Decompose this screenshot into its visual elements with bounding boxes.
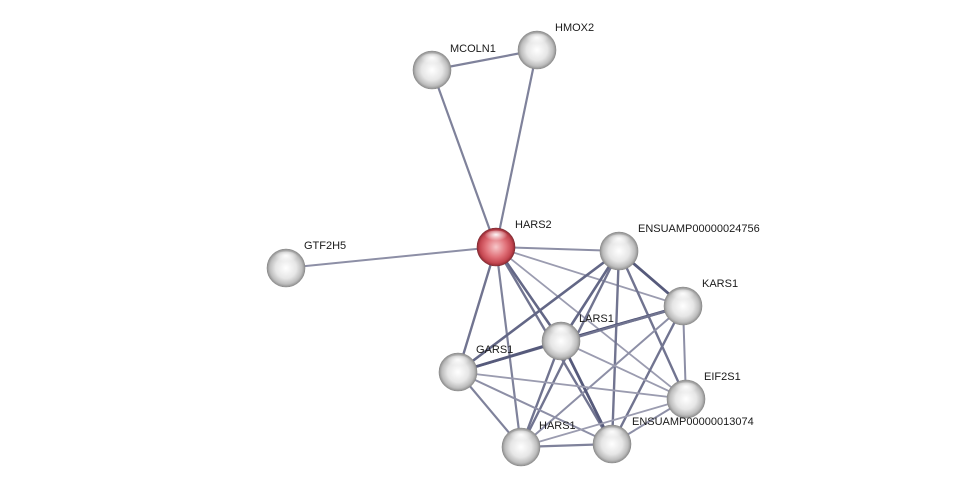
edge-hmox2-hars2 <box>494 48 539 249</box>
node-highlight <box>525 33 549 46</box>
edge-hars2-ensuamp00000024756 <box>495 246 620 252</box>
node-eif2s1[interactable]: EIF2S1 <box>666 371 741 419</box>
node-ensuamp00000013074[interactable]: ENSUAMP00000013074 <box>592 416 754 464</box>
node-label: HMOX2 <box>555 22 594 34</box>
node-hmox2[interactable]: HMOX2 <box>517 22 594 70</box>
edge-hars2-eif2s1 <box>495 246 687 400</box>
node-label: HARS1 <box>539 420 576 432</box>
node-label: GARS1 <box>476 344 513 356</box>
node-highlight <box>607 234 631 247</box>
node-label: ENSUAMP00000024756 <box>638 223 760 235</box>
node-label: ENSUAMP00000013074 <box>632 416 754 428</box>
edge-ensuamp00000024756-gars1 <box>456 249 621 374</box>
node-highlight <box>446 355 470 368</box>
node-mcoln1[interactable]: MCOLN1 <box>412 43 496 90</box>
node-highlight <box>509 430 533 443</box>
node-highlight <box>549 324 573 337</box>
node-ensuamp00000024756[interactable]: ENSUAMP00000024756 <box>599 223 760 271</box>
node-highlight <box>671 289 695 302</box>
node-gtf2h5[interactable]: GTF2H5 <box>266 240 346 288</box>
edge-gars1-eif2s1 <box>457 371 687 400</box>
edge-ensuamp00000024756-eif2s1 <box>617 249 688 401</box>
edge-lars1-eif2s1 <box>560 340 687 400</box>
edge-gars1-ensuamp00000013074 <box>457 371 613 445</box>
node-label: LARS1 <box>579 313 614 325</box>
node-gars1[interactable]: GARS1 <box>438 344 513 392</box>
edge-hars2-hars1 <box>494 245 523 449</box>
node-highlight <box>420 53 444 66</box>
node-lars1[interactable]: LARS1 <box>541 313 614 361</box>
node-hars1[interactable]: HARS1 <box>501 420 576 467</box>
node-label: GTF2H5 <box>304 240 346 252</box>
node-label: MCOLN1 <box>450 43 496 55</box>
node-highlight <box>484 230 508 243</box>
node-hars2[interactable]: HARS2 <box>476 219 552 267</box>
node-highlight <box>274 251 298 264</box>
node-label: EIF2S1 <box>704 371 741 383</box>
edge-eif2s1-hars1 <box>520 398 687 448</box>
edge-gtf2h5-hars2 <box>285 246 497 269</box>
node-label: HARS2 <box>515 219 552 231</box>
node-highlight <box>674 382 698 395</box>
node-highlight <box>600 427 624 440</box>
node-label: KARS1 <box>702 278 738 290</box>
edge-hars2-gars1 <box>456 245 498 374</box>
edge-kars1-hars1 <box>520 305 684 448</box>
node-kars1[interactable]: KARS1 <box>663 278 738 326</box>
edge-mcoln1-hars2 <box>430 68 498 249</box>
edge-ensuamp00000024756-ensuamp00000013074 <box>610 249 621 446</box>
edge-hars2-kars1 <box>495 246 684 307</box>
edge-kars1-ensuamp00000013074 <box>610 304 685 446</box>
